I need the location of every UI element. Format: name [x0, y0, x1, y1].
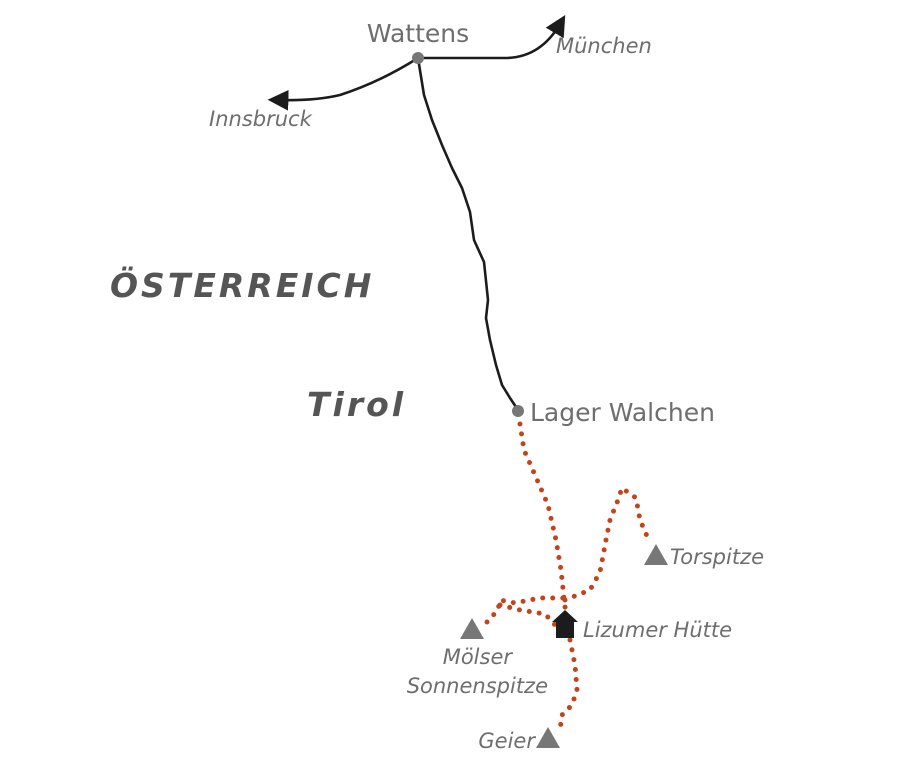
hut-icon: [552, 610, 578, 638]
trail-walchen-hut: [517, 421, 569, 618]
peak-icon-geier: [536, 727, 560, 748]
trail-torspitze: [562, 483, 653, 603]
trail-geier: [557, 637, 580, 733]
town-marker-lager-walchen: [512, 405, 524, 417]
trail-moelser: [484, 595, 568, 625]
peak-icon-moelser: [460, 618, 484, 639]
label-state: Tirol: [307, 385, 406, 424]
label-innsbruck: Innsbruck: [209, 107, 313, 131]
label-wattens: Wattens: [367, 19, 469, 48]
trail-moelser-lower: [497, 602, 558, 628]
road-to-muenchen: [416, 15, 566, 60]
label-geier: Geier: [478, 729, 536, 753]
label-moelser: Mölser: [443, 645, 514, 669]
label-torspitze: Torspitze: [670, 545, 764, 569]
label-sonnenspitze: Sonnenspitze: [407, 674, 548, 698]
label-country: ÖSTERREICH: [110, 265, 374, 305]
label-muenchen: München: [556, 34, 652, 58]
road-wattens-lager-walchen: [416, 56, 520, 412]
label-lager-walchen: Lager Walchen: [530, 398, 715, 427]
town-marker-wattens: [412, 52, 424, 64]
peak-icon-torspitze: [644, 544, 668, 565]
road-to-innsbruck: [267, 56, 420, 111]
label-lizumer-huette: Lizumer Hütte: [583, 618, 732, 642]
